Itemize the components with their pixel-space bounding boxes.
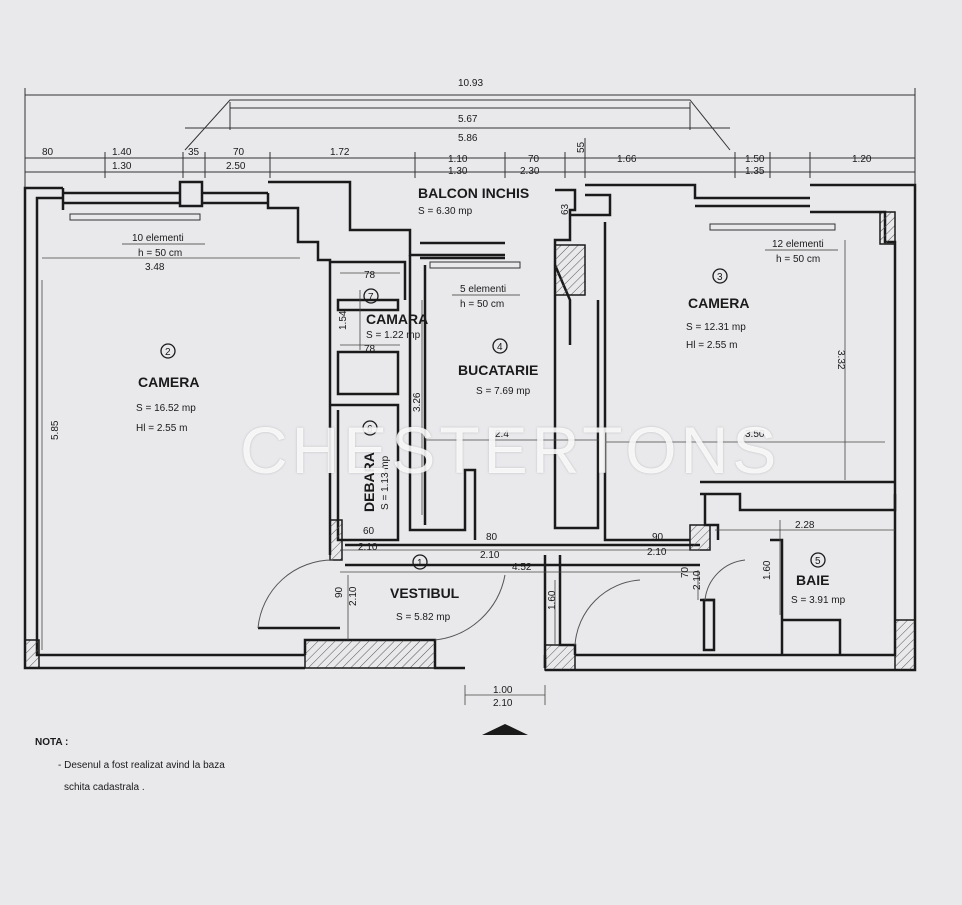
room4-number: 4: [497, 342, 503, 353]
dim-135: 1.35: [745, 166, 765, 177]
dim-pillar: 35: [188, 147, 200, 158]
interior-dimension-texts: 3.48 5.85 3.32 78 1.54 78 3.26 2.4 3.50 …: [50, 203, 846, 709]
entrance-arrow-icon: [482, 724, 528, 735]
hatched-walls: [24, 211, 916, 671]
dim-kitchen-w: 2.4: [495, 429, 509, 440]
dim-166: 1.66: [617, 154, 637, 165]
radiator-kitchen-h: h = 50 cm: [460, 299, 504, 310]
nota-line1: - Desenul a fost realizat avind la baza: [58, 760, 225, 771]
room4-area: S = 7.69 mp: [476, 386, 531, 397]
radiator-kitchen-count: 5 elementi: [460, 284, 506, 295]
balcon-area: S = 6.30 mp: [418, 206, 473, 217]
dim-balcony-outer: 5.67: [458, 114, 478, 125]
room-number-circles: [160, 268, 826, 570]
dim-balcony-side: 63: [560, 203, 571, 215]
top-dimension-lines: [24, 88, 916, 190]
dim-room2-depth: 5.85: [50, 420, 61, 440]
dim-door-210a: 2.10: [358, 542, 378, 553]
dim-door-90: 90: [652, 532, 664, 543]
balcon-name: BALCON INCHIS: [418, 185, 529, 201]
dim-camara-h: 1.54: [338, 310, 349, 330]
room2-area: S = 16.52 mp: [136, 403, 196, 414]
radiator-right-h: h = 50 cm: [776, 254, 820, 265]
radiator-right-count: 12 elementi: [772, 239, 824, 250]
dim-entry-w: 1.00: [493, 685, 513, 696]
dim-left-wall: 80: [42, 147, 54, 158]
room7-number: 7: [368, 292, 374, 303]
nota-title: NOTA :: [35, 737, 68, 748]
dim-172: 1.72: [330, 147, 350, 158]
interior-dimension-lines: [41, 240, 895, 705]
radiator-left-h: h = 50 cm: [138, 248, 182, 259]
dim-door-210c: 2.10: [647, 547, 667, 558]
dim-entry-h: 2.10: [493, 698, 513, 709]
dim-camara-w-top: 78: [364, 270, 376, 281]
dim-70b: 70: [528, 154, 540, 165]
dim-kitchen-h: 3.26: [412, 392, 423, 412]
room7-name: CAMARA: [366, 311, 428, 327]
dim-balcony-inner: 5.86: [458, 133, 478, 144]
room1-area: S = 5.82 mp: [396, 612, 451, 623]
room-numbers: 2 3 4 5 7 6 1: [165, 272, 821, 569]
dim-70a: 70: [233, 147, 245, 158]
room3-height: Hl = 2.55 m: [686, 340, 737, 351]
room1-name: VESTIBUL: [390, 585, 460, 601]
radiators: [69, 213, 836, 269]
dim-120: 1.20: [852, 154, 872, 165]
dim-130: 1.30: [448, 166, 468, 177]
dim-top-total: 10.93: [458, 78, 483, 89]
room-labels: BALCON INCHIS S = 6.30 mp CAMERA S = 16.…: [136, 185, 846, 623]
door-swings: [257, 559, 746, 646]
dim-bath-door-a: 70: [680, 566, 691, 578]
dim-hall-h3: 1.60: [547, 590, 558, 610]
watermark: CHESTERTONS: [240, 413, 781, 487]
room3-number: 3: [717, 272, 723, 283]
dim-bath-h: 1.60: [762, 560, 773, 580]
room2-height: Hl = 2.55 m: [136, 423, 187, 434]
dim-door-60: 60: [363, 526, 375, 537]
dim-room3-width: 3.50: [745, 429, 765, 440]
dim-55: 55: [576, 141, 587, 153]
dim-hall-h2: 90: [334, 586, 345, 598]
room5-number: 5: [815, 556, 821, 567]
dim-room3-depth: 3.32: [835, 350, 846, 370]
dim-room2-width: 3.48: [145, 262, 165, 273]
room4-name: BUCATARIE: [458, 362, 538, 378]
dim-250: 2.50: [226, 161, 246, 172]
room2-number: 2: [165, 347, 171, 358]
room5-name: BAIE: [796, 572, 829, 588]
room2-name: CAMERA: [138, 374, 199, 390]
room6-name: DEBARA: [361, 452, 377, 512]
top-dimension-texts: 10.93 5.67 5.86 80 1.40 1.30 35 70 2.50 …: [42, 78, 872, 177]
dim-left-window-b: 1.30: [112, 161, 132, 172]
dim-door-210b: 2.10: [480, 550, 500, 561]
nota-block: NOTA : - Desenul a fost realizat avind l…: [35, 737, 225, 793]
dim-hall-h1: 2.10: [348, 586, 359, 606]
dim-left-window-a: 1.40: [112, 147, 132, 158]
room1-number: 1: [417, 558, 423, 569]
room3-name: CAMERA: [688, 295, 749, 311]
dim-camara-w-bottom: 78: [364, 344, 376, 355]
radiator-labels: 10 elementi h = 50 cm 5 elementi h = 50 …: [122, 233, 838, 310]
room6-area: S = 1.13 mp: [380, 455, 391, 510]
dim-110: 1.10: [448, 154, 468, 165]
nota-line2: schita cadastrala .: [64, 782, 145, 793]
room7-area: S = 1.22 mp: [366, 330, 421, 341]
radiator-left-count: 10 elementi: [132, 233, 184, 244]
room6-number: 6: [367, 424, 373, 435]
dim-bath-door-b: 2.10: [692, 570, 703, 590]
dim-bath-w: 2.28: [795, 520, 815, 531]
room3-area: S = 12.31 mp: [686, 322, 746, 333]
dim-150: 1.50: [745, 154, 765, 165]
dim-hall-w: 4.52: [512, 562, 532, 573]
dim-door-80: 80: [486, 532, 498, 543]
room5-area: S = 3.91 mp: [791, 595, 846, 606]
dim-230: 2.30: [520, 166, 540, 177]
